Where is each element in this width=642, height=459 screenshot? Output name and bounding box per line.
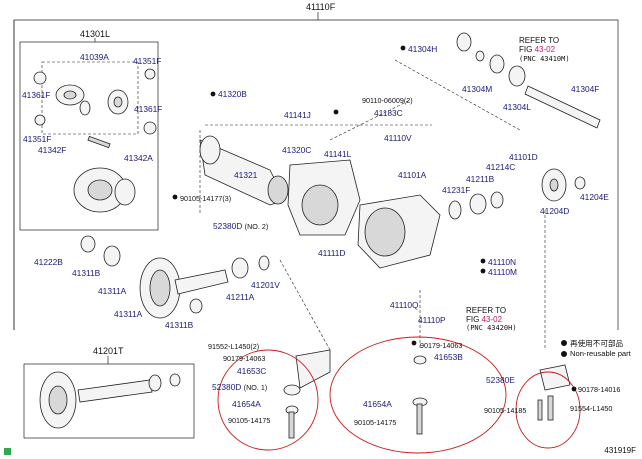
part-41110Q[interactable]: 41110Q — [390, 300, 419, 310]
part-41311B-upper[interactable]: 41311B — [72, 268, 101, 278]
part-41204E[interactable]: 41204E — [580, 192, 609, 202]
legend-dot-1 — [561, 340, 567, 346]
part-41222B[interactable]: 41222B — [34, 257, 63, 267]
part-41311B-lower[interactable]: 41311B — [165, 320, 194, 330]
part-91554-L1450[interactable]: 91554-L1450 — [570, 404, 613, 413]
part-90179-14063-center[interactable]: 90179-14063 — [420, 341, 463, 350]
reference-link-1[interactable]: 43-02 — [534, 45, 556, 54]
subassembly-title-41201T: 41201T — [93, 346, 124, 356]
part-41101D[interactable]: 41101D — [509, 152, 538, 162]
part-41654A-center[interactable]: 41654A — [363, 399, 392, 409]
part-41351F-lower[interactable]: 41351F — [23, 134, 52, 144]
part-41231F[interactable]: 41231F — [442, 185, 471, 195]
box-41039A — [41, 61, 139, 135]
subassembly-title-41301L: 41301L — [80, 29, 111, 39]
part-41110P[interactable]: 41110P — [418, 315, 446, 325]
bearings-left — [80, 235, 270, 314]
ring-gear — [139, 257, 229, 319]
part-90179-14063-left[interactable]: 90179-14063 — [223, 354, 266, 363]
part-41311A-upper[interactable]: 41311A — [98, 286, 127, 296]
part-41111D[interactable]: 41111D — [318, 248, 346, 258]
highlight-circle-center — [329, 336, 507, 454]
part-90178-14016[interactable]: 90178-14016 — [578, 385, 621, 394]
part-90105-14175-left[interactable]: 90105-14175 — [228, 416, 271, 425]
part-90105-14185[interactable]: 90105-14185 — [484, 406, 527, 415]
assembly-title: 41110F — [306, 2, 336, 12]
label-bullets — [172, 45, 577, 392]
differential-carrier — [357, 191, 504, 269]
part-41304H[interactable]: 41304H — [408, 44, 438, 54]
part-41361F-right[interactable]: 41361F — [134, 104, 163, 114]
part-41110N[interactable]: 41110N — [488, 257, 517, 267]
part-90110-06009[interactable]: 90110-06009(2) — [362, 96, 413, 105]
box-41301L — [19, 41, 159, 231]
part-41304M[interactable]: 41304M — [462, 84, 493, 94]
highlight-circle-right — [515, 371, 581, 449]
part-90105-14175-center[interactable]: 90105-14175 — [354, 418, 397, 427]
part-41110M[interactable]: 41110M — [488, 267, 518, 277]
box-41201T — [23, 363, 195, 439]
mount-brackets — [283, 349, 571, 439]
legend-not-reusable-cn: 再使用不可部品 — [570, 339, 624, 348]
part-52380E[interactable]: 52380E — [486, 375, 515, 385]
part-41141J[interactable]: 41141J — [284, 110, 311, 120]
ring-gear-set — [39, 371, 181, 429]
part-41304F[interactable]: 41304F — [571, 84, 600, 94]
part-41110V[interactable]: 41110V — [384, 133, 412, 143]
part-41361F-left[interactable]: 41361F — [22, 90, 51, 100]
part-91552-L1450[interactable]: 91552-L1450(2) — [208, 342, 260, 351]
highlight-circle-left — [217, 349, 319, 451]
legend-dot-2 — [561, 351, 567, 357]
part-41101A[interactable]: 41101A — [398, 170, 427, 180]
part-52380D-no2[interactable]: 52380D (NO. 2) — [213, 221, 269, 231]
part-41320B[interactable]: 41320B — [218, 89, 247, 99]
part-52380D-no1[interactable]: 52380D (NO. 1) — [212, 382, 268, 392]
differential-gears — [33, 68, 157, 149]
part-41183C[interactable]: 41183C — [374, 108, 403, 118]
axle-shaft — [456, 32, 601, 129]
diagram-code: 431919F — [604, 446, 636, 455]
reference-pnc-2: (PNC 43420H) — [466, 324, 517, 332]
part-41342F[interactable]: 41342F — [38, 145, 67, 155]
part-41653C[interactable]: 41653C — [237, 366, 267, 376]
part-41304L[interactable]: 41304L — [503, 102, 531, 112]
reference-pnc-1: (PNC 43410M) — [519, 55, 570, 63]
legend-not-reusable-en: Non-reusable part — [570, 349, 631, 358]
part-41351F-upper[interactable]: 41351F — [133, 56, 162, 66]
part-41204D[interactable]: 41204D — [540, 206, 570, 216]
part-41311A-lower[interactable]: 41311A — [114, 309, 143, 319]
part-90105-14177[interactable]: 90105-14177(3) — [180, 194, 232, 203]
part-41214C[interactable]: 41214C — [486, 162, 516, 172]
reference-link-2[interactable]: 43-02 — [481, 315, 503, 324]
part-41654A-left[interactable]: 41654A — [232, 399, 261, 409]
part-41211A[interactable]: 41211A — [226, 292, 255, 302]
extension-tube — [199, 135, 289, 206]
part-41141L[interactable]: 41141L — [324, 149, 352, 159]
part-41321[interactable]: 41321 — [234, 170, 258, 180]
companion-flange — [541, 168, 586, 202]
part-41039A[interactable]: 41039A — [80, 52, 109, 62]
carrier-housing — [287, 159, 361, 236]
part-41320C[interactable]: 41320C — [282, 145, 312, 155]
green-square-icon — [4, 448, 11, 455]
part-41653B[interactable]: 41653B — [434, 352, 463, 362]
part-41342A[interactable]: 41342A — [124, 153, 153, 163]
differential-case — [73, 167, 136, 213]
part-41201V[interactable]: 41201V — [251, 280, 280, 290]
part-41211B[interactable]: 41211B — [466, 174, 495, 184]
